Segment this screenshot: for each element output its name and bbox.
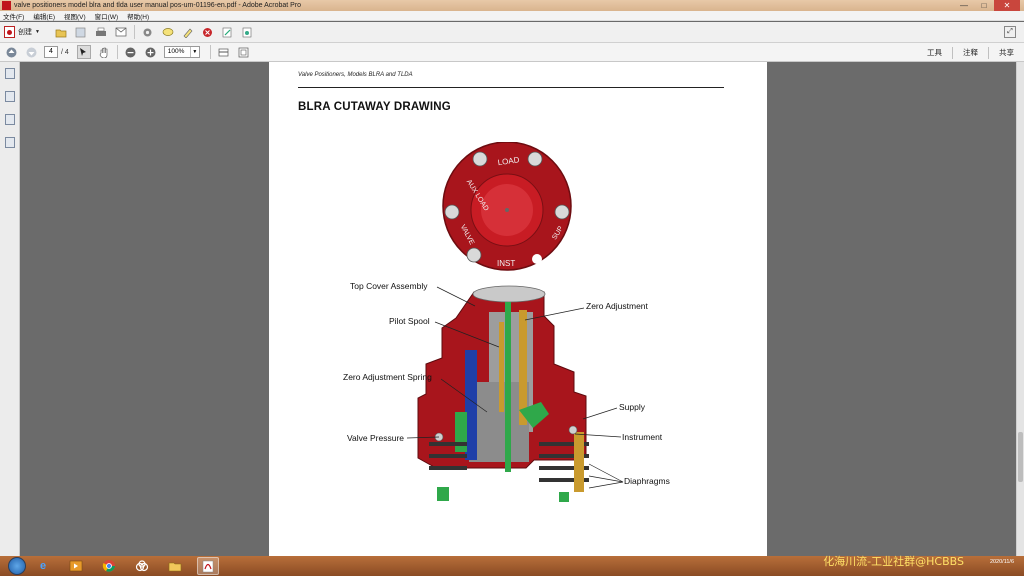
menu-edit[interactable]: 编辑(E): [33, 13, 55, 21]
fit-page-icon[interactable]: [237, 45, 251, 59]
callout-valve-pressure: Valve Pressure: [347, 433, 404, 443]
chrome-icon[interactable]: [98, 557, 120, 575]
signatures-icon[interactable]: [5, 137, 15, 148]
document-area[interactable]: Valve Positioners, Models BLRA and TLDA …: [21, 62, 1016, 556]
vertical-scrollbar[interactable]: [1016, 62, 1024, 556]
zoom-level-value: 100%: [167, 48, 185, 55]
open-folder-icon[interactable]: [54, 25, 68, 39]
blra-cutaway-figure: LOAD AUX LOAD VALVE SUP INST: [343, 142, 670, 502]
title-bar: valve positioners model blra and tlda us…: [0, 0, 1024, 11]
share-link[interactable]: 共享: [999, 48, 1014, 57]
callout-pilot-spool: Pilot Spool: [389, 316, 430, 326]
comment-icon[interactable]: [161, 25, 175, 39]
positioner-cutaway: [417, 285, 589, 502]
callout-zero-adjustment: Zero Adjustment: [586, 301, 649, 311]
port-label-inst: INST: [497, 259, 515, 268]
callout-leaders: [406, 286, 624, 489]
file-explorer-icon[interactable]: [164, 557, 186, 575]
navigation-toolbar: 4 / 4 100% ▼ 工具 注释 共享: [0, 43, 1024, 62]
reject-icon[interactable]: [201, 25, 215, 39]
port-label-load: LOAD: [497, 155, 520, 167]
acrobat-taskbar-icon[interactable]: [197, 557, 219, 575]
running-head: Valve Positioners, Models BLRA and TLDA: [298, 72, 413, 78]
maximize-button[interactable]: □: [981, 1, 987, 10]
taskbar: e 2020/11/6: [0, 556, 1024, 576]
callout-instrument: Instrument: [622, 432, 663, 442]
menu-view[interactable]: 视图(V): [63, 13, 86, 21]
expand-icon[interactable]: ⤢: [1004, 26, 1016, 38]
bookmarks-icon[interactable]: [5, 91, 15, 102]
create-button[interactable]: 创建 ▼: [4, 26, 40, 38]
zoom-in-icon[interactable]: [144, 45, 158, 59]
window-controls: — □ ✕: [954, 0, 1020, 11]
page-down-icon[interactable]: [24, 45, 38, 59]
menu-bar: 文件(F) 编辑(E) 视图(V) 窗口(W) 帮助(H): [0, 11, 1024, 21]
window-title: valve positioners model blra and tlda us…: [14, 2, 302, 9]
select-cursor-icon[interactable]: [76, 45, 91, 59]
hand-tool-icon[interactable]: [97, 45, 111, 59]
menu-help[interactable]: 帮助(H): [127, 13, 150, 21]
print-icon[interactable]: [94, 25, 108, 39]
toolbar-divider: [116, 45, 118, 59]
minimize-button[interactable]: —: [960, 1, 968, 10]
toolbar-divider: [952, 46, 953, 59]
email-icon[interactable]: [114, 25, 128, 39]
callout-diaphragms: Diaphragms: [624, 476, 670, 486]
media-player-icon[interactable]: [65, 557, 87, 575]
highlight-icon[interactable]: [181, 25, 195, 39]
page-thumbnails-icon[interactable]: [5, 68, 15, 79]
sign-icon[interactable]: [221, 25, 235, 39]
fit-width-icon[interactable]: [217, 45, 231, 59]
header-rule: [298, 87, 724, 88]
zoom-level-select[interactable]: 100% ▼: [163, 46, 200, 58]
save-icon[interactable]: [74, 25, 88, 39]
zoom-out-icon[interactable]: [124, 45, 138, 59]
page-number-input[interactable]: 4: [44, 46, 58, 58]
comment-link[interactable]: 注释: [963, 48, 978, 57]
menu-window[interactable]: 窗口(W): [94, 13, 119, 21]
pdf-page: Valve Positioners, Models BLRA and TLDA …: [269, 62, 767, 556]
callout-supply: Supply: [619, 402, 646, 412]
ie-browser-icon[interactable]: e: [39, 560, 47, 572]
page-up-icon[interactable]: [4, 45, 18, 59]
tools-link[interactable]: 工具: [927, 48, 942, 57]
chevron-down-icon: ▼: [189, 47, 199, 57]
create-label: 创建: [18, 29, 32, 36]
start-button[interactable]: [8, 557, 26, 575]
stamp-icon[interactable]: [241, 25, 255, 39]
page-heading: BLRA CUTAWAY DRAWING: [298, 101, 451, 113]
positioner-top-view: [442, 142, 572, 271]
task-pane-links: 工具 注释 共享: [917, 43, 1014, 62]
forum-watermark: 化海川流-工业社群@HCBBS: [823, 555, 964, 568]
main-toolbar: 创建 ▼ ⤢: [0, 22, 1024, 43]
page-total: / 4: [61, 48, 69, 56]
system-clock[interactable]: 2020/11/6: [989, 559, 1014, 565]
network-app-icon[interactable]: [131, 557, 153, 575]
scrollbar-thumb[interactable]: [1018, 432, 1023, 482]
callout-top-cover-assembly: Top Cover Assembly: [350, 281, 428, 291]
attachments-icon[interactable]: [5, 114, 15, 125]
toolbar-divider: [133, 25, 135, 39]
menu-file[interactable]: 文件(F): [3, 13, 25, 21]
acrobat-app-icon: [2, 1, 11, 10]
chevron-down-icon: ▼: [35, 29, 40, 35]
close-button[interactable]: ✕: [994, 0, 1020, 11]
gear-icon[interactable]: [141, 25, 155, 39]
callout-zero-adjustment-spring: Zero Adjustment Spring: [343, 372, 432, 382]
toolbar-divider: [209, 45, 211, 59]
create-pdf-icon: [4, 26, 15, 38]
toolbar-divider: [988, 46, 989, 59]
navigation-pane: [0, 62, 20, 556]
